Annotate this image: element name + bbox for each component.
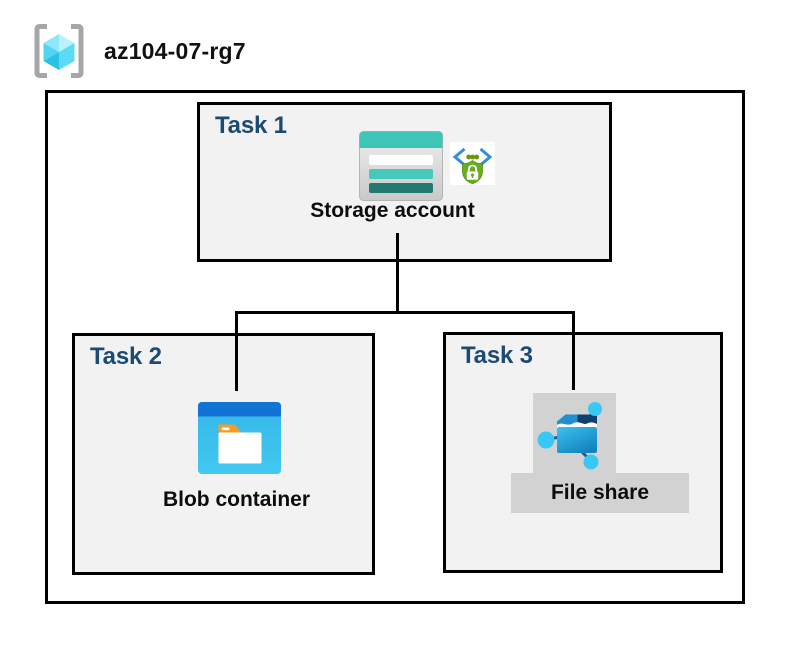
file-share-icon-highlight [533,393,616,473]
azure-resource-group-icon [34,24,84,78]
blob-container-icon [198,402,281,474]
task2-box: Task 2 Blob container [72,333,375,575]
secure-access-shield-icon [450,142,495,185]
connector-to-blob [235,311,238,391]
file-share-icon [537,402,602,470]
storage-account-icon [359,131,443,201]
task2-label: Task 2 [90,343,162,370]
file-share-label: File share [511,473,689,513]
resource-group-name: az104-07-rg7 [104,38,246,64]
task1-label: Task 1 [215,112,287,139]
task1-box: Task 1 Storage acc [197,102,612,262]
connector-horizontal [235,311,575,314]
task3-box: Task 3 File share [443,332,723,573]
storage-account-label: Storage account [310,199,475,222]
connector-storage-down [396,233,399,313]
blob-container-label: Blob container [162,488,310,511]
connector-to-fileshare [572,311,575,390]
task3-label: Task 3 [461,342,533,369]
